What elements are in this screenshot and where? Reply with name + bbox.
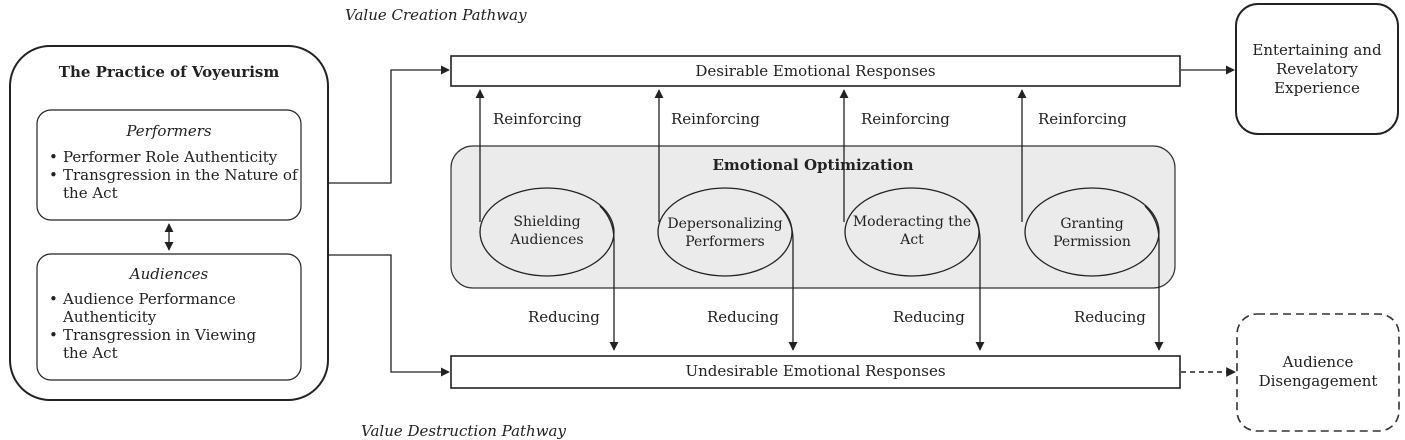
mechanism-label-granting: Granting Permission (1053, 216, 1131, 250)
undesirable-responses-label: Undesirable Emotional Responses (685, 362, 946, 380)
practice-to-undesirable-arrow (328, 254, 450, 377)
value-creation-label: Value Creation Pathway (345, 6, 527, 24)
negative-outcome-box (1236, 313, 1400, 432)
reducing-arrow-4 (1144, 205, 1164, 351)
positive-outcome-label: Entertaining and Revelatory Experience (1252, 41, 1382, 97)
reducing-label: Reducing (1074, 308, 1146, 326)
reducing-label: Reducing (707, 308, 779, 326)
reinforcing-label: Reinforcing (493, 110, 582, 128)
practice-title: The Practice of Voyeurism (58, 63, 280, 81)
reinforcing-label: Reinforcing (1038, 110, 1127, 128)
reinforcing-label: Reinforcing (861, 110, 950, 128)
performers-list: Performer Role Authenticity Transgressio… (49, 148, 299, 202)
undesirable-bar (450, 355, 1181, 389)
reducing-arrow-3 (965, 205, 985, 351)
reducing-label: Reducing (893, 308, 965, 326)
audiences-item: Transgression in Viewing the Act (49, 326, 279, 362)
audiences-list: Audience Performance Authenticity Transg… (49, 290, 279, 362)
negative-outcome-label: Audience Disengagement (1258, 353, 1378, 390)
mechanism-label-shielding: Shielding Audiences (510, 214, 584, 248)
mechanism-label-moderacting: Moderacting the Act (852, 214, 972, 248)
desirable-responses-label: Desirable Emotional Responses (695, 62, 936, 80)
practice-to-desirable-arrow (328, 65, 450, 184)
optimization-title: Emotional Optimization (712, 156, 914, 174)
reducing-label: Reducing (528, 308, 600, 326)
desirable-bar (450, 55, 1181, 87)
performers-item: Transgression in the Nature of the Act (49, 166, 299, 202)
audiences-heading: Audiences (129, 265, 209, 283)
optimization-panel (450, 145, 1176, 289)
reducing-arrow-2 (778, 205, 798, 351)
value-destruction-label: Value Destruction Pathway (361, 422, 566, 440)
positive-outcome-box (1235, 3, 1399, 135)
performers-heading: Performers (126, 122, 212, 140)
reinforcing-label: Reinforcing (671, 110, 760, 128)
performers-item: Performer Role Authenticity (49, 148, 299, 166)
audiences-item: Audience Performance Authenticity (49, 290, 279, 326)
mechanism-label-depersonalizing: Depersonalizing Performers (667, 216, 783, 250)
reducing-arrow-1 (599, 205, 619, 351)
